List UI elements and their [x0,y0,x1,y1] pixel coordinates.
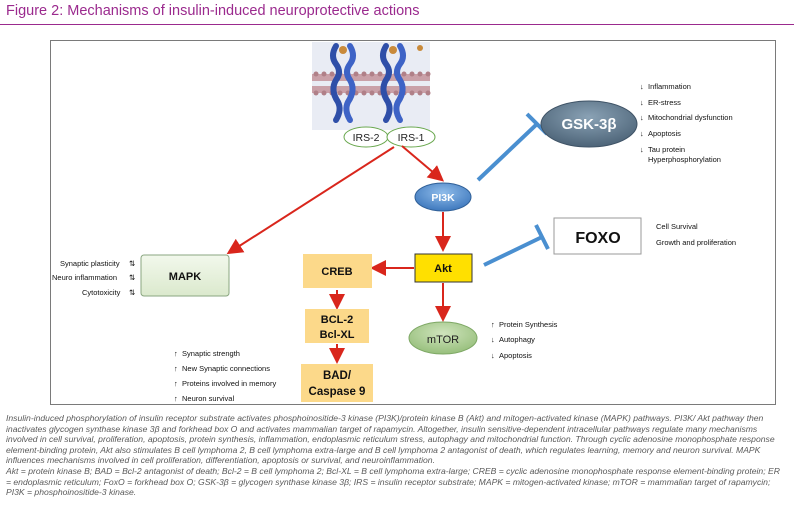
mapk-effect-item: Cytotoxicity [82,288,121,297]
effect-arrow-icon: ↓ [640,145,644,154]
figure-caption: Insulin-induced phosphorylation of insul… [6,413,786,498]
title-divider [0,24,794,25]
effect-arrow-icon: ↓ [640,82,644,91]
foxo-effect-item: Cell Survival [656,222,698,231]
akt-box [414,253,473,283]
creb-effect-item: Synaptic strength [182,349,240,358]
creb-effect-item: Neuron survival [182,394,234,403]
gsk-effect-item: Apoptosis [648,129,681,138]
pathway-diagram: IRS-2 IRS-1 PI3K GSK-3β FOXO MAPK Akt CR… [52,42,736,403]
updown-arrow-icon: ⇅ [129,288,136,297]
effect-arrow-icon: ↑ [174,364,178,373]
caption-paragraph: Insulin-induced phosphorylation of insul… [6,413,775,466]
bad-box [301,364,373,402]
effect-arrow-icon: ↑ [174,394,178,403]
insulin-receptor-illustration [312,42,431,130]
gsk-effect-item: Inflammation [648,82,691,91]
mapk-box [140,254,230,297]
gsk-effect-item: Hyperphosphorylation [648,155,721,164]
gsk3b-node [540,100,638,148]
mapk-effects-list: Synaptic plasticity ⇅ Neuro inflammation… [52,259,136,297]
pi3k-node [414,182,472,212]
creb-effects-list: ↑ Synaptic strength ↑ New Synaptic connect… [174,349,276,403]
bcl2-label: BCL-2 [321,314,353,326]
inhibition-arrows [476,112,550,267]
figure-title: Figure 2: Mechanisms of insulin-induced … [6,3,420,19]
updown-arrow-icon: ⇅ [129,259,136,268]
pi3k-inhibits-gsk [476,122,539,182]
gsk-effect-item: Tau protein [648,145,685,154]
bad-label: BAD/ [323,370,352,382]
effect-arrow-icon: ↑ [174,379,178,388]
irs-to-mapk-arrow [226,146,395,255]
mtor-effects-list: ↑ Protein Synthesis ↓ Autophagy ↓ Apoptosis [491,320,558,360]
bcl-box [305,309,369,343]
akt-label: Akt [434,263,452,275]
foxo-effect-item: Growth and proliferation [656,238,736,247]
irs1-node [386,126,436,148]
caption-abbreviations: Akt = protein kinase B; BAD = Bcl-2 anta… [6,465,780,498]
irs1-label: IRS-1 [398,132,425,144]
gsk-effect-item: Mitochondrial dysfunction [648,113,733,122]
irs-to-pi3k-arrow [401,145,445,182]
updown-arrow-icon: ⇅ [129,273,136,282]
creb-effect-item: New Synaptic connections [182,364,270,373]
mapk-effect-item: Neuro inflammation [52,273,117,282]
caspase-label: Caspase 9 [309,386,366,398]
bclxl-label: Bcl-XL [320,329,355,341]
creb-effect-item: Proteins involved in memory [182,379,276,388]
gsk-effect-item: ER-stress [648,98,681,107]
mtor-effect-item: Autophagy [499,335,535,344]
activation-arrows [226,145,451,364]
gsk3b-effects-list: ↓ Inflammation ↓ ER-stress ↓ Mitochondrial … [640,82,733,164]
creb-label: CREB [321,266,352,278]
akt-inhibits-foxo [483,235,543,267]
foxo-effects-list: Cell Survival Growth and proliferation [656,222,736,247]
gsk3b-label: GSK-3β [562,116,617,133]
mtor-label: mTOR [427,334,459,346]
mapk-label: MAPK [169,271,201,283]
pi3k-label: PI3K [431,192,455,204]
mtor-effect-item: Apoptosis [499,351,532,360]
effect-arrow-icon: ↑ [174,349,178,358]
effect-arrow-icon: ↓ [640,98,644,107]
effect-arrow-icon: ↓ [491,351,495,360]
creb-box [303,254,372,288]
foxo-box [553,217,642,255]
effect-arrow-icon: ↓ [640,129,644,138]
effect-arrow-icon: ↓ [491,335,495,344]
irs2-label: IRS-2 [353,132,380,144]
mtor-effect-item: Protein Synthesis [499,320,558,329]
foxo-label: FOXO [575,230,620,247]
effect-arrow-icon: ↑ [491,320,495,329]
effect-arrow-icon: ↓ [640,113,644,122]
mtor-node [408,321,478,355]
diagram-frame [50,40,776,405]
mapk-effect-item: Synaptic plasticity [60,259,120,268]
